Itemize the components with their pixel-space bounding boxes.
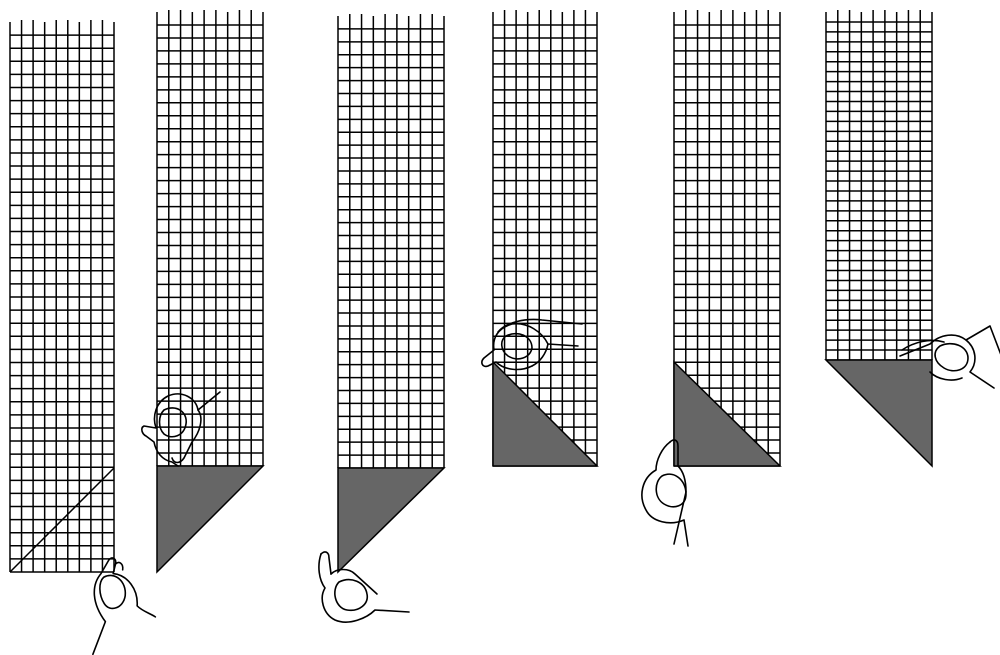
folded-triangle	[156, 465, 265, 574]
folded-triangle	[673, 360, 782, 467]
hand-icon	[318, 551, 410, 623]
diagonal-crease-line	[9, 467, 115, 573]
grid-strip	[9, 20, 115, 573]
step-6	[824, 10, 1000, 468]
folded-triangle	[492, 360, 599, 467]
grid-strip	[156, 10, 264, 467]
step-3	[318, 14, 446, 623]
hand-icon	[141, 391, 221, 467]
grid-strip	[825, 10, 933, 361]
hand-icon	[641, 439, 689, 547]
grid-strip	[673, 10, 781, 467]
step-4	[481, 10, 599, 467]
step-2	[141, 10, 265, 574]
step-1	[9, 20, 157, 655]
hand-icon	[899, 325, 1000, 389]
hand-icon	[481, 318, 583, 371]
grid-strip	[337, 14, 445, 469]
folded-triangle	[337, 467, 446, 574]
folded-triangle	[824, 359, 933, 468]
hand-icon	[92, 557, 157, 655]
step-5	[641, 10, 782, 547]
